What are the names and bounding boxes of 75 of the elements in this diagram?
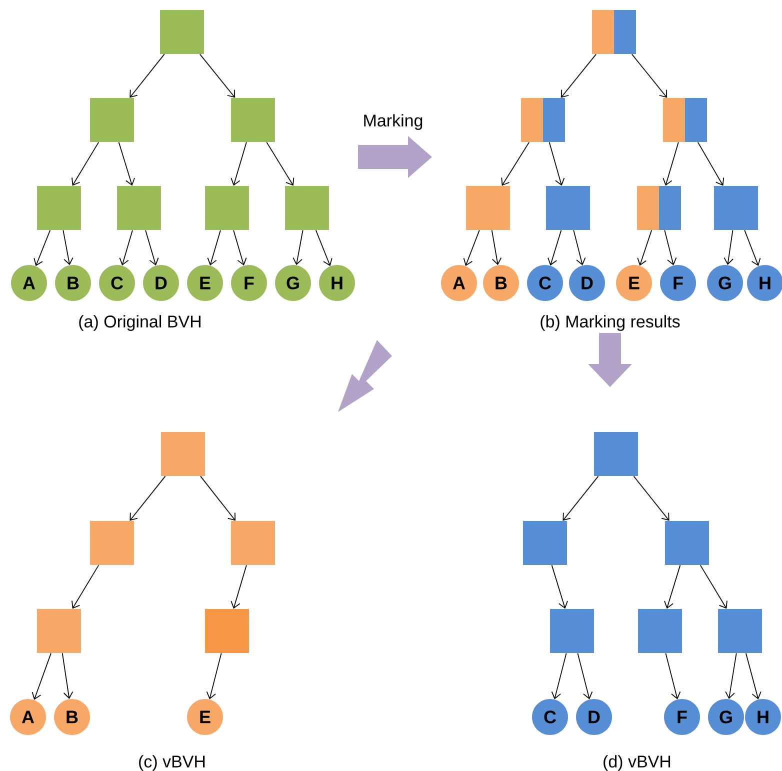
arrow bbox=[665, 652, 681, 700]
arrow bbox=[463, 230, 480, 266]
arrow bbox=[700, 564, 728, 609]
tree-node-box bbox=[37, 609, 81, 653]
arrow bbox=[745, 652, 762, 700]
tree-node-box bbox=[718, 609, 762, 653]
tree-node-box bbox=[160, 10, 204, 54]
arrow bbox=[199, 54, 236, 98]
tree-node-box bbox=[231, 521, 275, 565]
tree-node-box bbox=[205, 186, 249, 230]
arrow bbox=[664, 230, 677, 266]
arrow bbox=[577, 652, 593, 700]
arrow bbox=[315, 230, 332, 266]
arrow bbox=[130, 476, 166, 521]
arrow bbox=[266, 142, 294, 186]
caption: (b) Marking results bbox=[540, 315, 680, 331]
tree-node-box bbox=[90, 98, 134, 142]
arrow-label: Marking bbox=[364, 114, 422, 130]
tree-node-box bbox=[205, 609, 249, 653]
tree-node-box bbox=[665, 521, 709, 565]
arrow bbox=[72, 564, 100, 609]
caption: (c) vBVH bbox=[139, 755, 205, 771]
tree-node-box bbox=[521, 98, 565, 142]
tree-node-box bbox=[285, 186, 329, 230]
arrow bbox=[130, 54, 165, 98]
arrow bbox=[207, 230, 221, 266]
arrow bbox=[118, 142, 135, 186]
arrow bbox=[34, 230, 51, 266]
arrow bbox=[548, 142, 565, 186]
tree-node-box bbox=[594, 432, 638, 476]
arrow bbox=[724, 230, 734, 265]
arrow bbox=[62, 230, 74, 266]
arrow bbox=[633, 476, 670, 521]
arrow bbox=[32, 652, 52, 700]
arrow bbox=[230, 564, 247, 609]
tree-node-box bbox=[638, 609, 682, 653]
arrow bbox=[744, 230, 761, 266]
tree-node-box bbox=[550, 609, 594, 653]
arrow bbox=[145, 230, 159, 266]
arrow bbox=[551, 564, 568, 609]
arrow bbox=[551, 652, 567, 700]
arrow bbox=[631, 54, 668, 98]
tree-node-box bbox=[714, 186, 758, 230]
arrow bbox=[292, 230, 304, 266]
tree-node-box bbox=[546, 186, 590, 230]
arrow bbox=[119, 230, 133, 266]
arrow bbox=[725, 652, 737, 700]
arrow bbox=[662, 142, 679, 186]
arrow bbox=[200, 476, 236, 521]
arrow bbox=[501, 142, 530, 186]
arrow bbox=[230, 142, 247, 186]
arrow bbox=[206, 652, 222, 700]
arrow bbox=[491, 230, 502, 266]
arrow bbox=[233, 230, 247, 266]
arrow bbox=[664, 564, 681, 609]
tree-node-box bbox=[466, 186, 510, 230]
caption: (d) vBVH bbox=[604, 755, 670, 771]
arrow bbox=[637, 230, 652, 266]
tree-node-box bbox=[90, 521, 134, 565]
arrow bbox=[62, 652, 74, 699]
tree-node-box bbox=[637, 186, 681, 230]
arrow bbox=[562, 476, 599, 521]
arrow bbox=[560, 54, 597, 98]
arrow bbox=[72, 142, 100, 186]
tree-node-box bbox=[161, 432, 205, 476]
tree-node-box bbox=[592, 10, 636, 54]
tree-node-box bbox=[231, 98, 275, 142]
tree-node-box bbox=[37, 186, 81, 230]
caption: (a) Original BVH bbox=[79, 315, 200, 331]
tree-node-box bbox=[117, 186, 161, 230]
arrow bbox=[573, 230, 586, 266]
arrow bbox=[548, 230, 562, 266]
arrow bbox=[697, 142, 724, 186]
tree-node-box bbox=[523, 521, 567, 565]
tree-node-box bbox=[663, 98, 707, 142]
